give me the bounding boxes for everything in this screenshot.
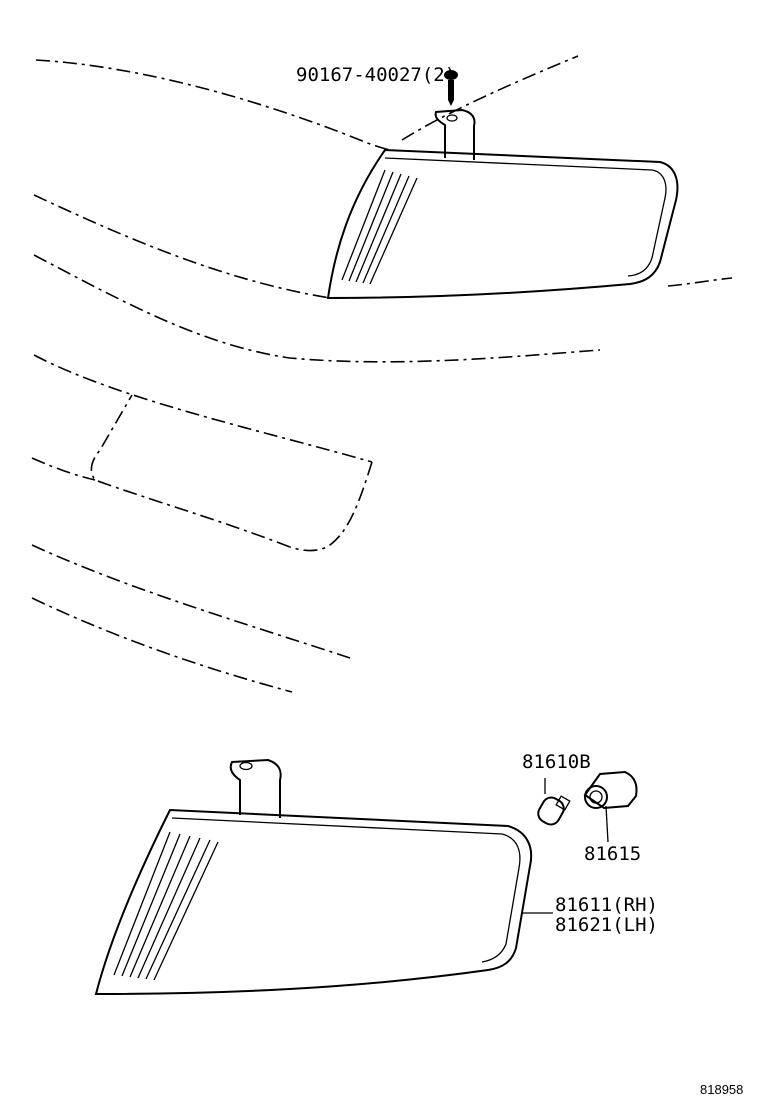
corner-lamp-assembly	[94, 758, 533, 996]
bulb-icon	[537, 795, 571, 826]
lamp-rh-part-label: 81611(RH)	[555, 894, 658, 916]
reference-number: 818958	[700, 1082, 744, 1097]
socket-icon	[583, 770, 638, 843]
screw-part-label: 90167-40027(2)	[296, 64, 457, 86]
screw-icon	[444, 70, 458, 106]
socket-part-label: 81615	[584, 843, 642, 865]
lamp-lh-part-label: 81621(LH)	[555, 914, 658, 936]
installed-corner-lamp	[326, 108, 679, 300]
vehicle-body-outline	[31, 55, 733, 693]
bulb-part-label: 81610B	[522, 751, 591, 773]
leader-lines	[522, 778, 553, 914]
